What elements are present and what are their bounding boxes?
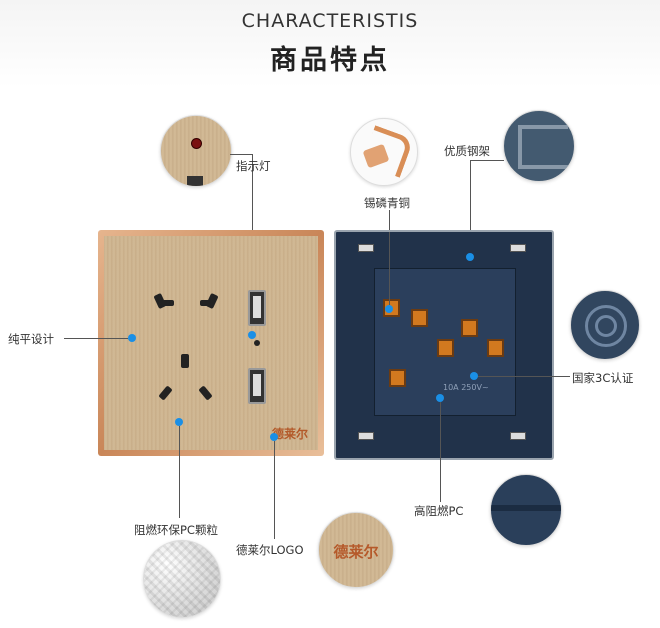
pc-dot (436, 394, 444, 402)
brand-logo: 德莱尔 (271, 427, 308, 441)
indicator-connector-h (230, 154, 252, 155)
ccc-mark-inner (595, 315, 617, 337)
pellets-texture (144, 541, 220, 617)
socket-front-panel: 德莱尔 (98, 230, 324, 456)
bronze-label: 锡磷青铜 (364, 196, 410, 210)
pellets-connector (179, 426, 180, 518)
pc-detail-circle (490, 474, 562, 546)
header-banner: CHARACTERISTIS 商品特点 (0, 0, 660, 88)
pellets-label: 阻燃环保PC颗粒 (134, 523, 218, 537)
bronze-connector (389, 210, 390, 234)
terminal-6 (389, 369, 406, 387)
terminal-2 (411, 309, 428, 327)
bronze-dot (385, 305, 393, 313)
logo-label: 德莱尔LOGO (236, 543, 304, 557)
rating-text: 10A 250V~ (443, 383, 489, 392)
corner-clip-br (510, 432, 526, 440)
pellets-dot (175, 418, 183, 426)
indicator-light-icon (191, 138, 202, 149)
corner-clip-tl (358, 244, 374, 252)
ccc-connector (478, 376, 570, 377)
usb-port-top (248, 290, 266, 326)
corner-clip-bl (358, 432, 374, 440)
socket-faceplate: 德莱尔 (104, 236, 318, 450)
steel-frame-connector-h (470, 160, 504, 161)
usb-port-edge (187, 176, 203, 186)
pellets-detail-circle (143, 540, 221, 618)
terminal-3 (461, 319, 478, 337)
ccc-mark-icon (585, 305, 627, 347)
logo-dot (270, 433, 278, 441)
usb-port-bottom (248, 368, 266, 404)
pc-connector (440, 402, 441, 502)
socket-back-panel: 10A 250V~ (334, 230, 554, 460)
steel-frame-icon (518, 125, 568, 169)
two-pin-slot-right-b (200, 300, 212, 306)
logo-connector (274, 441, 275, 539)
terminal-5 (487, 339, 504, 357)
flat-design-dot (128, 334, 136, 342)
flat-design-connector (64, 338, 128, 339)
pc-corner-icon (491, 505, 561, 511)
indicator-dot (248, 331, 256, 339)
two-pin-slot-left-b (162, 300, 174, 306)
corner-clip-tr (510, 244, 526, 252)
title-english: CHARACTERISTIS (241, 10, 419, 32)
ccc-detail-circle (570, 290, 640, 360)
steel-frame-dot (466, 253, 474, 261)
indicator-light (254, 340, 260, 346)
three-pin-slot-right (198, 385, 213, 401)
ccc-label: 国家3C认证 (572, 371, 634, 385)
indicator-detail-circle (160, 115, 232, 187)
terminal-module: 10A 250V~ (374, 268, 516, 416)
bronze-detail-circle (350, 118, 418, 186)
indicator-label: 指示灯 (236, 159, 271, 173)
pc-label: 高阻燃PC (414, 504, 464, 518)
logo-detail-circle: 德莱尔 (318, 512, 394, 588)
ccc-dot (470, 372, 478, 380)
title-chinese: 商品特点 (270, 45, 390, 76)
bronze-connector-v (389, 232, 390, 305)
flat-design-label: 纯平设计 (8, 332, 54, 346)
three-pin-slot-left (158, 385, 173, 401)
three-pin-slot-top (181, 354, 189, 368)
steel-frame-connector-v (470, 160, 471, 248)
steel-frame-label: 优质钢架 (444, 144, 490, 158)
terminal-4 (437, 339, 454, 357)
logo-detail-text: 德莱尔 (333, 543, 379, 561)
steel-frame-detail-circle (503, 110, 575, 182)
